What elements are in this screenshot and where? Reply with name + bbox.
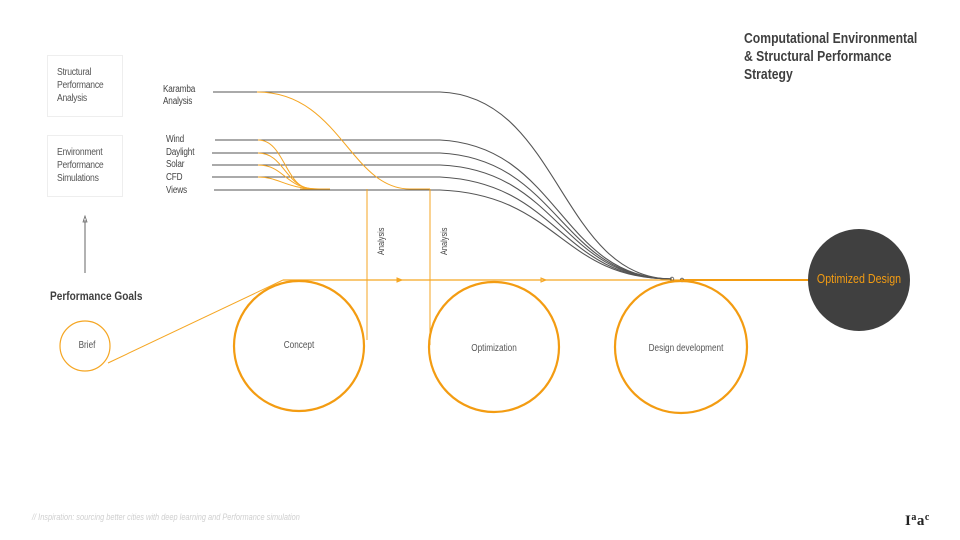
karamba-label-line1: Karamba (163, 84, 196, 95)
analysis-label-1: Analysis (376, 227, 386, 255)
optimization-circle (427, 280, 561, 414)
iaac-logo: Iaac (905, 512, 930, 529)
input-label-daylight: Daylight (166, 147, 195, 158)
environment-performance-box: Environment Performance Simulations (47, 135, 123, 197)
performance-goals-label: Performance Goals (50, 289, 143, 303)
analysis-label-2: Analysis (439, 227, 449, 255)
stage-label-design-development: Design development (648, 343, 724, 354)
stage-label-concept: Concept (283, 340, 315, 351)
optimized-design-label: Optimized Design (816, 271, 902, 286)
design-development-circle (613, 279, 749, 415)
page-title: Computational Environmental & Structural… (744, 31, 918, 83)
stage-label-optimization: Optimization (471, 343, 517, 354)
input-label-solar: Solar (166, 159, 185, 170)
footer-inspiration-note: // Inspiration: sourcing better cities w… (32, 512, 300, 522)
brief-circle (59, 320, 111, 372)
input-flow-lines (212, 91, 673, 280)
orange-branch-curves (256, 91, 430, 190)
structural-performance-box: Structural Performance Analysis (47, 55, 123, 117)
concept-circle (232, 279, 366, 413)
flow-arrows (396, 277, 548, 283)
stage-label-brief: Brief (78, 340, 96, 351)
optimized-design-circle (808, 229, 910, 331)
input-label-views: Views (166, 185, 187, 196)
input-label-cfd: CFD (166, 172, 183, 183)
karamba-label-line2: Analysis (163, 96, 193, 107)
analysis-vertical-lines (366, 189, 431, 345)
input-label-wind: Wind (166, 134, 185, 145)
